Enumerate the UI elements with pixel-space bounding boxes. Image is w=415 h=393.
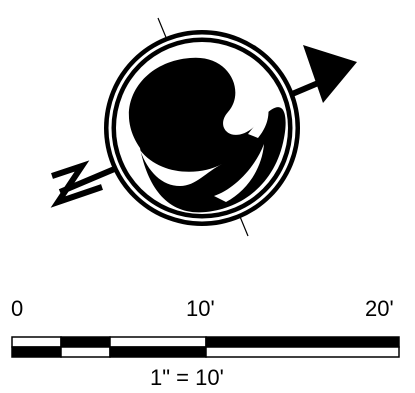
scale-tick-label-0: 0 — [11, 296, 24, 321]
compass-disc — [104, 30, 300, 226]
scale-bar-bottom-row — [11, 346, 400, 358]
north-arrow-icon — [50, 17, 357, 237]
scale-tick-label-10: 10' — [186, 296, 215, 321]
scale-bar-top-row — [11, 336, 400, 348]
arrow-head-icon — [303, 45, 357, 103]
scale-tick-label-20: 20' — [365, 296, 394, 321]
scale-ratio-label: 1" = 10' — [150, 365, 224, 390]
north-letter-icon — [50, 160, 103, 208]
